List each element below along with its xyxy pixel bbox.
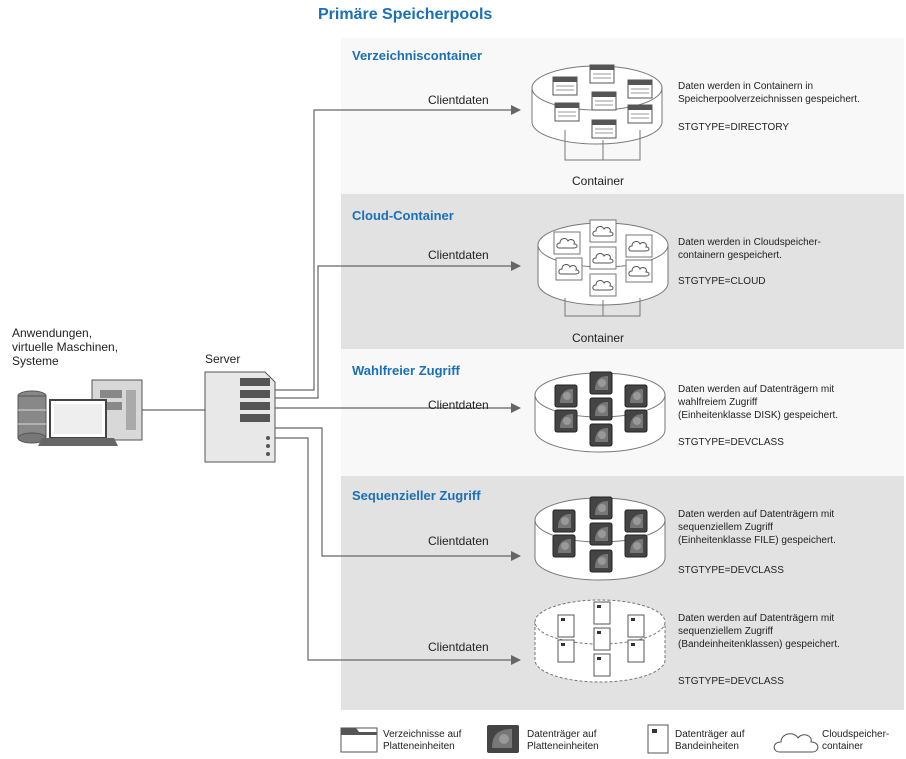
container-label: Container [572,331,625,345]
section-description: Daten werden in Containern in Speicherpo… [678,81,860,105]
section-description: Daten werden auf Datenträgern mit sequen… [678,613,840,650]
server-label: Server [205,352,241,366]
section-description: Daten werden auf Datenträgern mit wahlfr… [678,384,839,421]
legend-label-disk-volumes: Datenträger auf Platteneinheiten [527,729,599,752]
sequential-file-pool-cylinder-icon [534,496,666,581]
client-systems-label: Anwendungen, virtuelle Maschinen, System… [12,326,119,368]
database-icon [17,390,47,444]
cloud-pool-cylinder-icon [537,219,669,317]
stgtype-label: STGTYPE=DEVCLASS [678,437,784,448]
client-data-label: Clientdaten [428,398,489,412]
legend-disk-volume-icon [487,725,519,753]
laptop-icon [38,399,118,446]
client-data-label: Clientdaten [428,93,489,107]
client-data-label: Clientdaten [428,640,489,654]
legend-label-cloud-containers: Cloudspeicher- container [822,729,890,752]
section-title-random-access: Wahlfreier Zugriff [352,363,460,378]
stgtype-label: STGTYPE=DIRECTORY [678,122,790,133]
legend-folder-icon [340,727,378,753]
container-label: Container [572,174,625,188]
server-icon [204,371,276,463]
section-title-cloud: Cloud-Container [352,208,454,223]
legend-tape-volume-icon [647,724,669,754]
random-access-pool-cylinder-icon [534,371,666,453]
section-title-sequential-access: Sequenzieller Zugriff [352,488,481,503]
client-data-label: Clientdaten [428,248,489,262]
stgtype-label: STGTYPE=CLOUD [678,276,766,287]
stgtype-label: STGTYPE=DEVCLASS [678,676,784,687]
stgtype-label: STGTYPE=DEVCLASS [678,565,784,576]
client-data-label: Clientdaten [428,534,489,548]
legend-label-tape-volumes: Datenträger auf Bandeinheiten [675,729,745,752]
section-description: Daten werden auf Datenträgern mit sequen… [678,509,836,546]
diagram-title: Primäre Speicherpools [318,6,493,23]
section-title-directory: Verzeichniscontainer [352,48,483,63]
legend-cloud-icon [773,733,819,753]
tape-pool-cylinder-icon [534,599,666,683]
legend-label-directories: Verzeichnisse auf Platteneinheiten [383,729,462,752]
connector-lines [275,105,521,665]
section-description: Daten werden in Cloudspeicher- container… [678,237,821,261]
directory-pool-cylinder-icon [531,64,663,161]
